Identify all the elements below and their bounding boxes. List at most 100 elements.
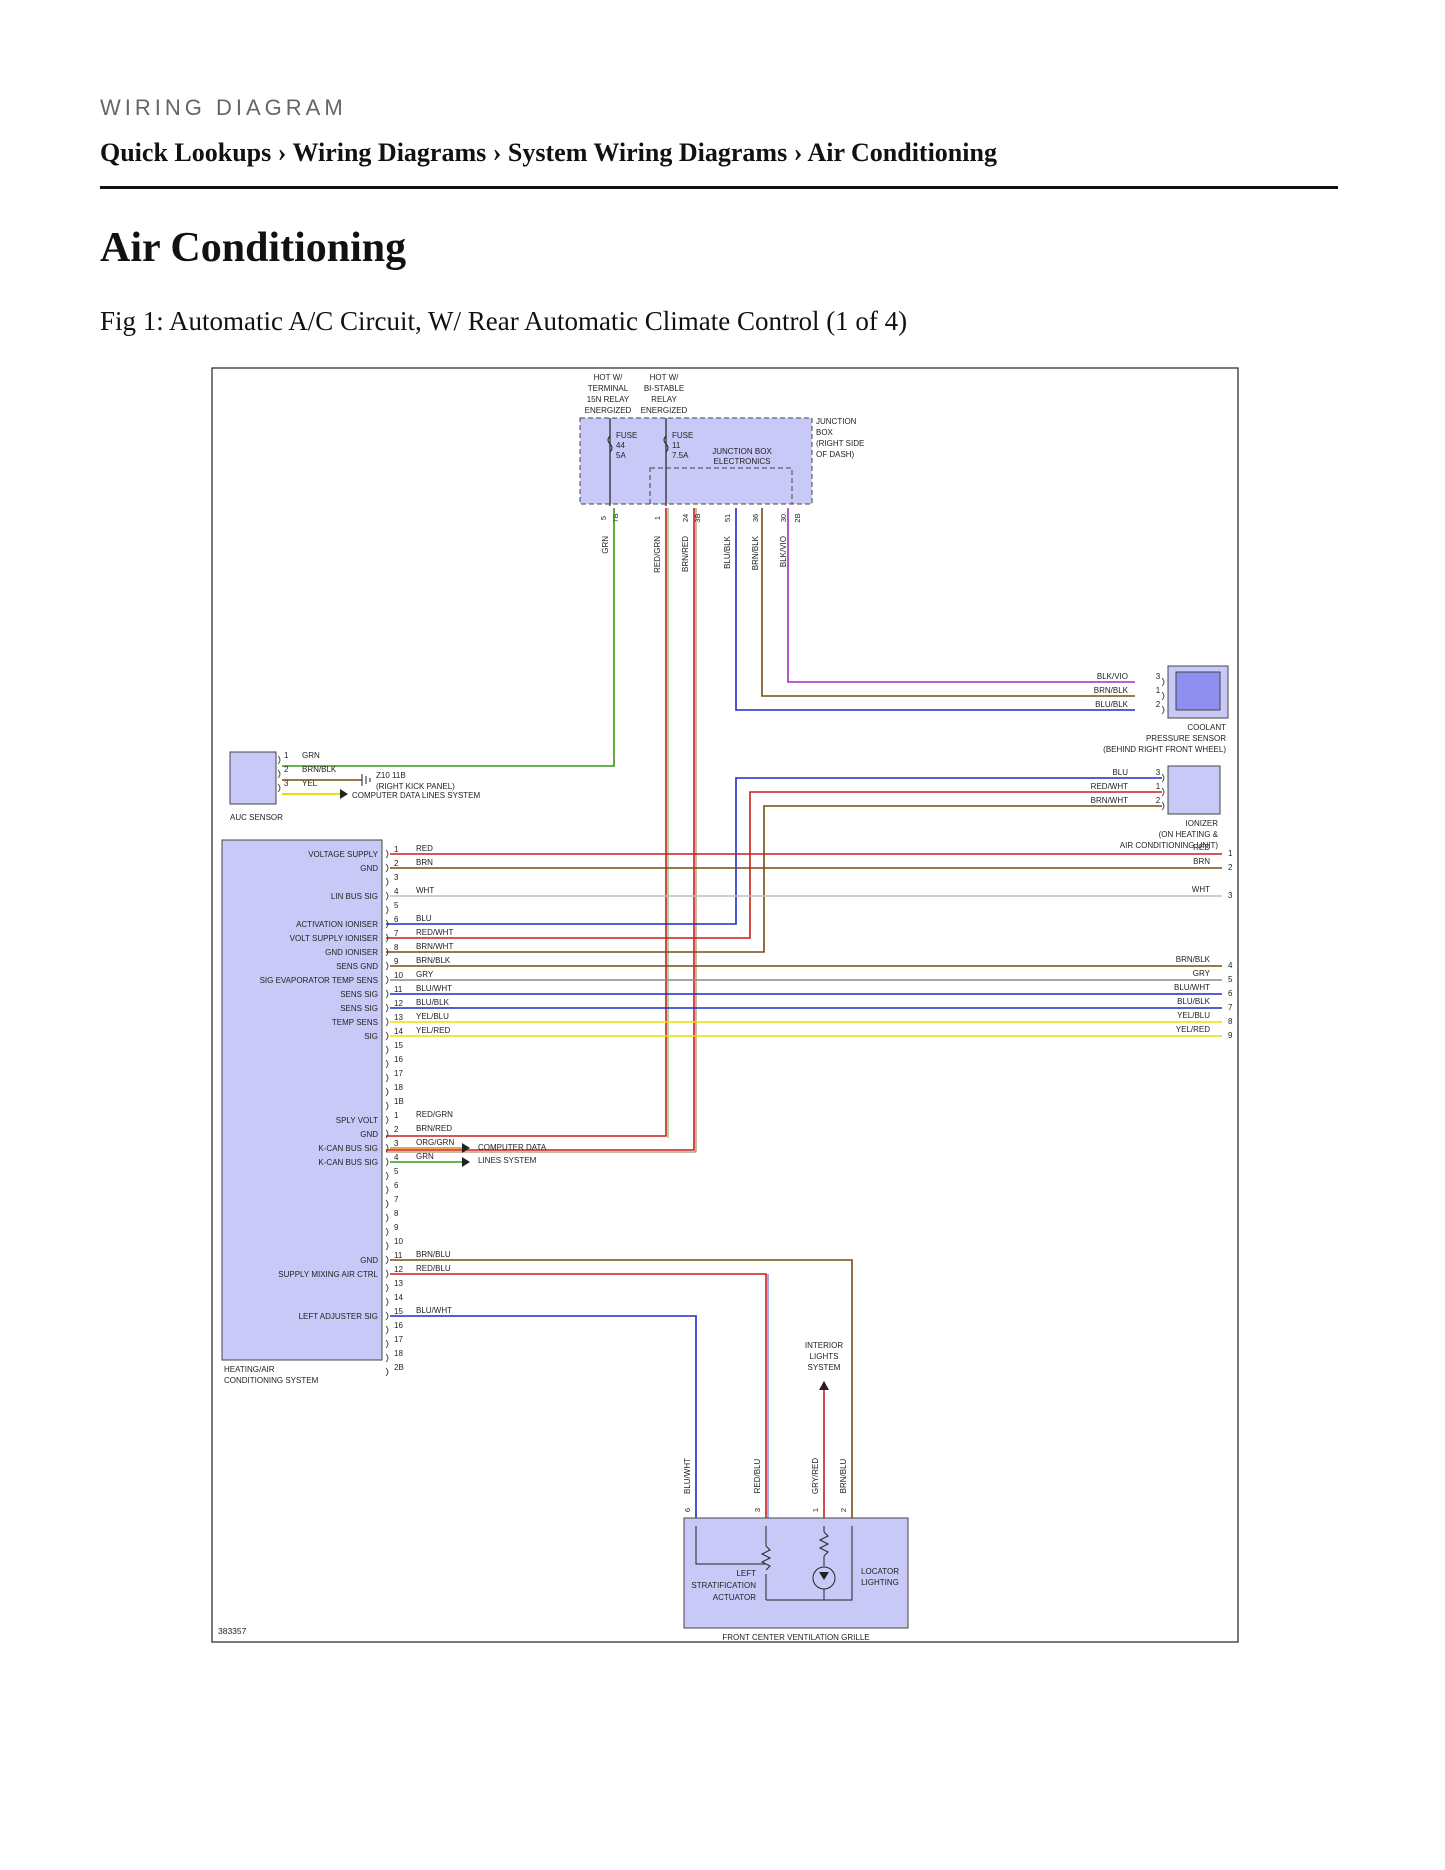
hvac-connector <box>385 1311 389 1321</box>
ionizer-connector <box>1161 773 1165 783</box>
grille-label: FRONT CENTER VENTILATION GRILLE <box>722 1633 869 1642</box>
hvac-wire-label: BLU/WHT <box>416 984 452 993</box>
hvac-pin-number: 1B <box>394 1097 404 1106</box>
hot-label: ENERGIZED <box>641 406 688 415</box>
hvac-connector <box>385 1297 389 1307</box>
actuator-label: LEFT <box>736 1569 756 1578</box>
coolant-sensor-label: (BEHIND RIGHT FRONT WHEEL) <box>1103 745 1226 754</box>
hvac-pin-function: SENS SIG <box>340 1004 378 1013</box>
hvac-pin-number: 9 <box>394 957 399 966</box>
hot-label: HOT W/ <box>650 373 680 382</box>
hvac-connector <box>385 1325 389 1335</box>
hvac-connector <box>385 1003 389 1013</box>
coolant-wire-label: BLK/VIO <box>1097 672 1128 681</box>
breadcrumb-separator: › <box>492 138 502 167</box>
junction-pin: 51 <box>723 514 732 522</box>
hvac-pin-number: 2B <box>394 1363 404 1372</box>
data-lines-label: COMPUTER DATA <box>478 1143 547 1152</box>
figure-caption: Fig 1: Automatic A/C Circuit, W/ Rear Au… <box>100 306 908 336</box>
hvac-connector <box>385 1367 389 1377</box>
ionizer-connector <box>1161 801 1165 811</box>
arrow-icon <box>340 789 348 799</box>
breadcrumb-separator: › <box>793 138 803 167</box>
hvac-unit-label: CONDITIONING SYSTEM <box>224 1376 319 1385</box>
breadcrumb-system-wiring-diagrams[interactable]: System Wiring Diagrams <box>507 138 788 167</box>
arrow-icon <box>462 1157 470 1167</box>
breadcrumb-quick-lookups[interactable]: Quick Lookups <box>100 138 272 167</box>
fuse-number: 44 <box>616 441 625 450</box>
right-wire-label: BRN/BLK <box>1176 955 1211 964</box>
coolant-pin: 2 <box>1156 700 1161 709</box>
wire-label: BLU/BLK <box>723 535 732 569</box>
hvac-pin-number: 14 <box>394 1027 403 1036</box>
junction-pin: 24 <box>681 514 690 522</box>
hvac-connector <box>385 1353 389 1363</box>
hvac-wire-label: YEL/BLU <box>416 1012 449 1021</box>
grille-wire-label: BRN/BLU <box>839 1458 848 1493</box>
wire-red-grn <box>386 508 667 1137</box>
grille-pin: 1 <box>811 1508 820 1512</box>
hvac-pin-function: LEFT ADJUSTER SIG <box>299 1312 378 1321</box>
junction-box-label: (RIGHT SIDE <box>816 439 864 448</box>
hvac-pin-function: VOLT SUPPLY IONISER <box>290 934 379 943</box>
hvac-pin-function: GND <box>360 1256 378 1265</box>
hvac-pin-number: 12 <box>394 1265 403 1274</box>
junction-box-electronics-label: JUNCTION BOX <box>712 447 772 456</box>
page-title: Air Conditioning <box>100 225 407 271</box>
interior-lights-label: SYSTEM <box>808 1363 841 1372</box>
coolant-wire-label: BLU/BLK <box>1095 700 1129 709</box>
actuator-circuit <box>695 1526 766 1565</box>
hvac-pin-number: 4 <box>394 1153 399 1162</box>
right-pin: 6 <box>1228 989 1233 998</box>
auc-connector <box>277 769 281 779</box>
grille-wire-label: GRY/RED <box>811 1458 820 1495</box>
fuse-rating: 5A <box>616 451 626 460</box>
coolant-pin: 3 <box>1156 672 1161 681</box>
coolant-pin: 1 <box>1156 686 1161 695</box>
auc-pin: 1 <box>284 751 289 760</box>
hvac-connector <box>385 989 389 999</box>
wire-ionizer-brn-wht <box>386 805 1162 953</box>
hvac-pin-function: LIN BUS SIG <box>331 892 378 901</box>
hvac-wire-label: GRY <box>416 970 434 979</box>
ionizer <box>1167 765 1221 815</box>
hvac-pin-number: 1 <box>394 1111 399 1120</box>
hvac-pin-number: 2 <box>394 1125 399 1134</box>
wire-ionizer-blu <box>386 777 1162 925</box>
ionizer-wire-label: BLU <box>1112 768 1128 777</box>
auc-wire-label: GRN <box>302 751 320 760</box>
hvac-connector <box>385 947 389 957</box>
hvac-pin-number: 17 <box>394 1335 403 1344</box>
wire-blu-blk <box>735 508 1135 711</box>
hvac-pin-function: ACTIVATION IONISER <box>296 920 378 929</box>
hvac-pin-number: 11 <box>394 1251 403 1260</box>
junction-box-label: JUNCTION <box>816 417 857 426</box>
locator-label: LOCATOR <box>861 1567 899 1576</box>
grille-pin: 3 <box>753 1508 762 1512</box>
ionizer-wire-label: RED/WHT <box>1091 782 1128 791</box>
breadcrumb-air-conditioning[interactable]: Air Conditioning <box>807 138 997 167</box>
hvac-pin-function: K-CAN BUS SIG <box>318 1158 378 1167</box>
hvac-pin-number: 5 <box>394 901 399 910</box>
hvac-wire-label: RED/BLU <box>416 1264 451 1273</box>
grille-pin: 6 <box>683 1508 692 1512</box>
hvac-connector <box>385 1115 389 1125</box>
wire-label: BLK/VIO <box>779 536 788 567</box>
hvac-connector <box>385 849 389 859</box>
hvac-pin-function: SENS GND <box>336 962 378 971</box>
hvac-pin-number: 16 <box>394 1321 403 1330</box>
coolant-connector <box>1161 691 1165 701</box>
ionizer-label: AIR CONDITIONING UNIT) <box>1120 841 1219 850</box>
breadcrumb-wiring-diagrams[interactable]: Wiring Diagrams <box>292 138 487 167</box>
locator-resistor-icon <box>818 1531 830 1557</box>
wire-grn <box>282 508 615 767</box>
hvac-connector <box>385 1157 389 1167</box>
fuse-label: FUSE <box>672 431 693 440</box>
junction-pin: 30 <box>779 514 788 522</box>
fuse-icon <box>607 435 613 453</box>
hvac-pin-number: 11 <box>394 985 403 994</box>
hvac-connector <box>385 1255 389 1265</box>
hvac-pin-number: 16 <box>394 1055 403 1064</box>
breadcrumb-separator: › <box>277 138 287 167</box>
